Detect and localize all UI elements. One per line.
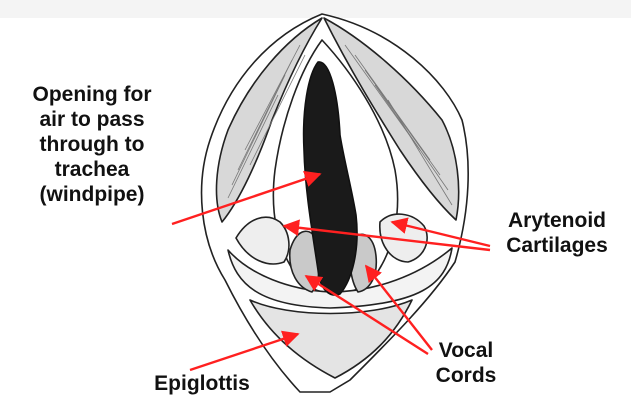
label-arytenoid-line: Arytenoid (482, 208, 631, 233)
label-arytenoid: Arytenoid Cartilages (482, 208, 631, 258)
label-vocal-cords: Vocal Cords (416, 338, 516, 388)
label-opening-line: (windpipe) (6, 182, 178, 207)
label-opening-line: air to pass (6, 107, 178, 132)
label-vocal-line: Cords (416, 363, 516, 388)
label-opening-line: through to (6, 132, 178, 157)
label-opening-line: trachea (6, 157, 178, 182)
label-vocal-line: Vocal (416, 338, 516, 363)
label-arytenoid-line: Cartilages (482, 233, 631, 258)
label-epiglottis: Epiglottis (132, 371, 272, 396)
top-fade (0, 0, 631, 18)
label-opening-line: Opening for (6, 82, 178, 107)
label-opening: Opening for air to pass through to trach… (6, 82, 178, 207)
larynx-drawing (202, 14, 469, 392)
